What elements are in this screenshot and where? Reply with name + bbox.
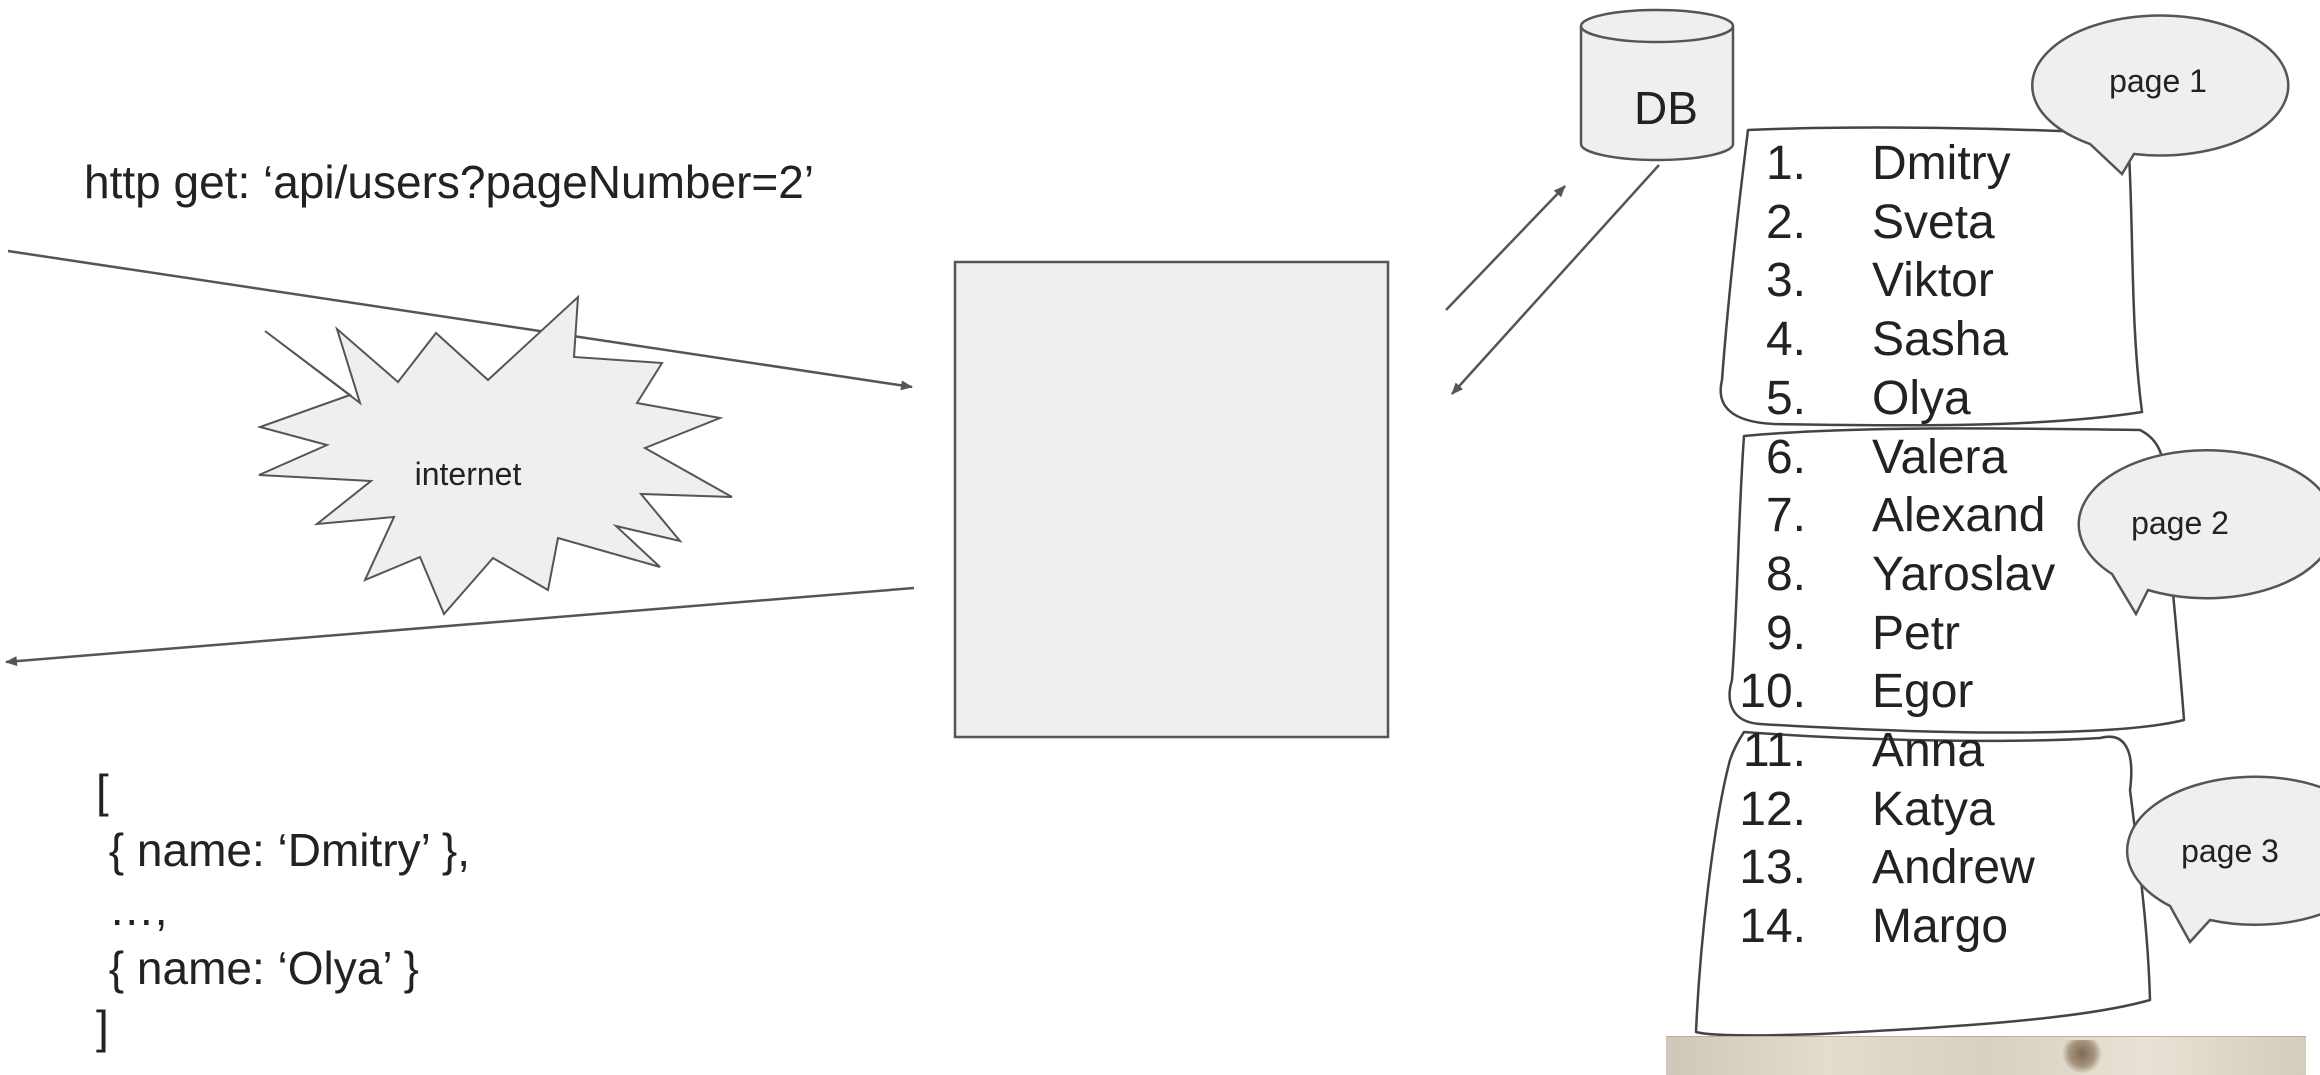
response-arrow — [5, 586, 915, 667]
page-1-label: page 1 — [2109, 63, 2207, 99]
user-index: 10. — [1739, 665, 1806, 719]
user-list-item: 8. Yaroslav — [1712, 546, 2112, 604]
user-name: Yaroslav — [1872, 547, 2056, 601]
user-list-item: 1. Dmitry — [1712, 135, 2112, 193]
user-list-item: 2. Sveta — [1712, 194, 2112, 252]
user-name: Alexand — [1872, 489, 2046, 543]
server-to-db-arrow — [1445, 185, 1566, 311]
page-1-outline — [1719, 126, 2144, 427]
user-name: Viktor — [1872, 254, 1994, 308]
user-name: Dmitry — [1872, 137, 2011, 190]
page-2-label: page 2 — [2131, 505, 2229, 541]
user-name: Anna — [1872, 724, 1985, 777]
user-name: Petr — [1872, 606, 1961, 660]
internet-label: internet — [415, 456, 522, 492]
user-name: Sasha — [1872, 313, 2009, 367]
user-name: Valera — [1872, 430, 2008, 484]
user-index: 9. — [1765, 606, 1806, 660]
user-index: 5. — [1765, 371, 1806, 425]
user-index: 3. — [1765, 254, 1806, 308]
server-box — [953, 260, 1390, 739]
user-list-item: 4. Sasha — [1712, 311, 2112, 369]
response-code: [ { name: ‘Dmitry’ }, …, { name: ‘Olya’ … — [96, 762, 470, 1057]
internet-starburst — [256, 294, 733, 616]
page-1-bubble — [2031, 14, 2290, 176]
video-thumbnail-strip — [1666, 1036, 2306, 1075]
user-index: 11. — [1742, 724, 1806, 777]
user-name: Egor — [1872, 665, 1974, 719]
user-index: 14. — [1739, 900, 1806, 954]
response-line: …, — [96, 883, 168, 935]
user-index: 8. — [1765, 547, 1806, 601]
user-index: 13. — [1739, 841, 1806, 895]
response-line: ] — [96, 1001, 109, 1053]
user-index: 4. — [1765, 313, 1806, 367]
user-list-item: 7. Alexand — [1712, 487, 2112, 545]
response-line: { name: ‘Olya’ } — [96, 942, 420, 994]
page-3-bubble — [2125, 775, 2320, 945]
page-2-bubble — [2077, 449, 2320, 617]
user-name: Sveta — [1872, 195, 1995, 249]
user-list-item: 11. Anna — [1712, 722, 2112, 780]
page-3-label: page 3 — [2181, 833, 2279, 869]
user-list-item: 14. Margo — [1712, 898, 2112, 956]
user-index: 1. — [1765, 137, 1806, 190]
response-line: [ — [96, 765, 109, 817]
user-list-item: 6. Valera — [1712, 429, 2112, 487]
page-3-outline — [1694, 730, 2152, 1037]
user-list-item: 13. Andrew — [1712, 839, 2112, 897]
user-list-item: 5. Olya — [1712, 370, 2112, 428]
user-name: Margo — [1872, 900, 2009, 954]
user-name: Andrew — [1872, 841, 2035, 895]
user-list-item: 10. Egor — [1712, 663, 2112, 721]
db-to-server-arrow — [1451, 164, 1660, 395]
user-index: 12. — [1739, 782, 1806, 836]
request-label: http get: ‘api/users?pageNumber=2’ — [84, 156, 815, 208]
database-label: DB — [1634, 82, 1698, 134]
page-2-outline — [1728, 427, 2186, 734]
user-index: 2. — [1765, 195, 1806, 249]
user-list-item: 3. Viktor — [1712, 252, 2112, 310]
request-arrow — [7, 249, 913, 391]
thumbnail-figure-image — [2062, 1040, 2102, 1074]
response-line: { name: ‘Dmitry’ }, — [96, 824, 471, 876]
user-index: 6. — [1765, 430, 1806, 484]
user-name: Katya — [1872, 782, 1995, 836]
user-name: Olya — [1872, 371, 1971, 425]
user-list-item: 12. Katya — [1712, 781, 2112, 839]
user-index: 7. — [1765, 489, 1806, 543]
database-cylinder — [1579, 8, 1735, 162]
user-list-item: 9. Petr — [1712, 605, 2112, 663]
